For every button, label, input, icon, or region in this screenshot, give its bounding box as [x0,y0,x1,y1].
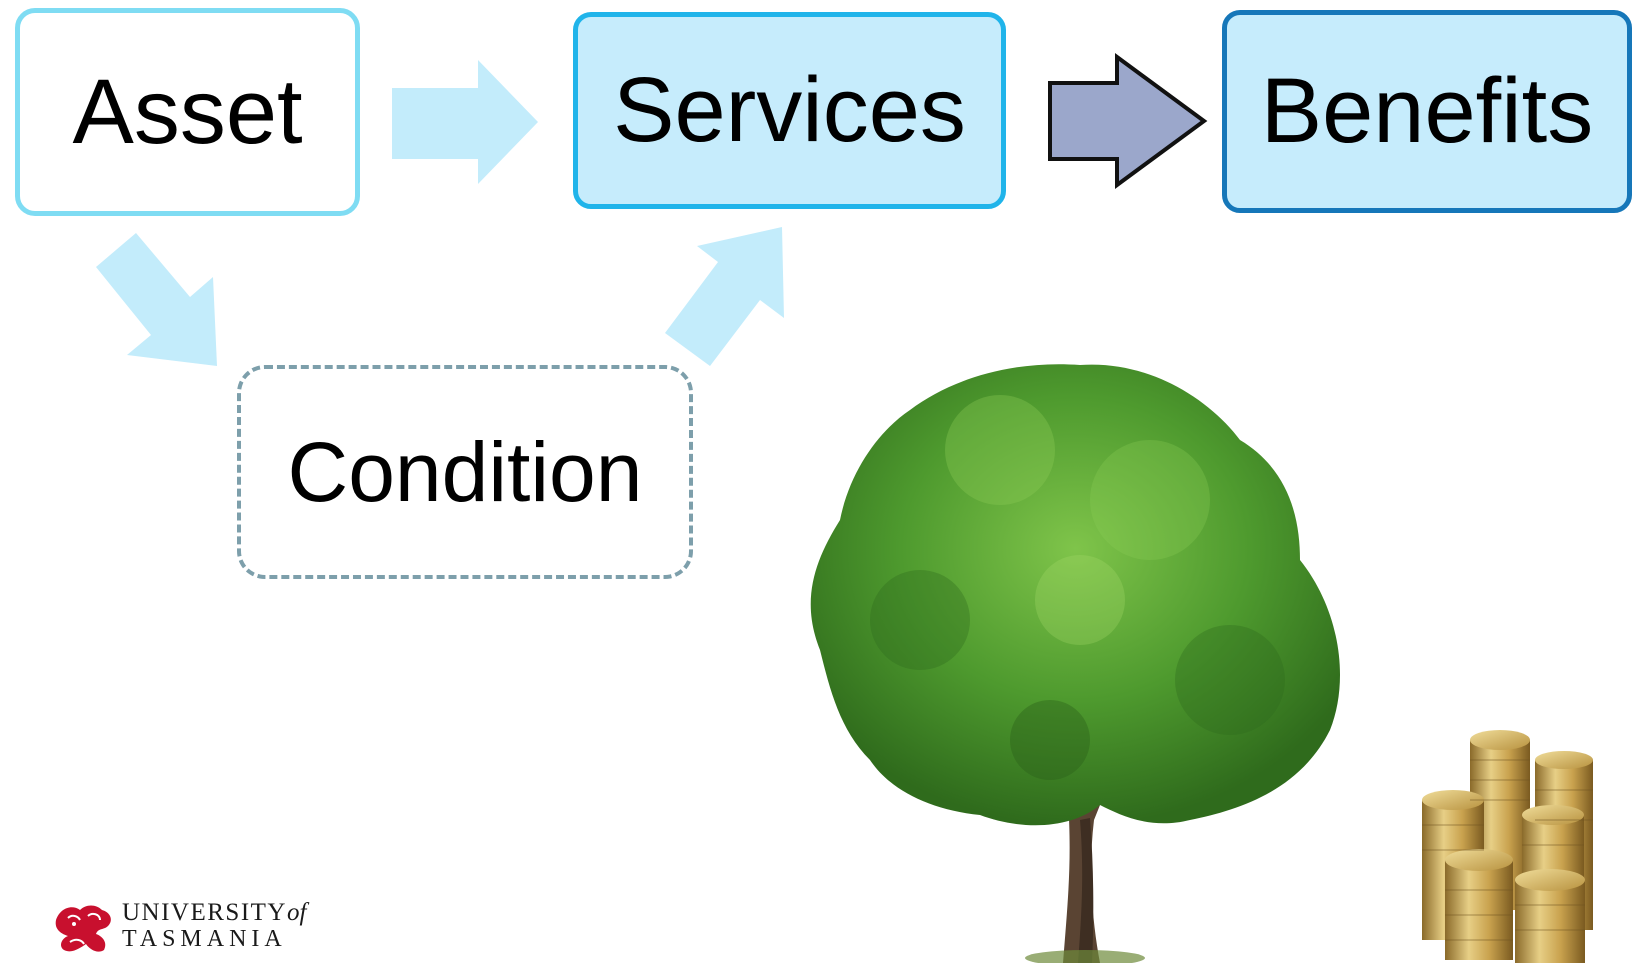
tree-image [810,364,1340,963]
coins-image [1422,730,1593,963]
arrow-condition-to-services [665,227,784,366]
services-box: Services [573,12,1006,209]
benefits-box: Benefits [1222,10,1632,213]
logo-line-2: TASMANIA [122,926,287,952]
asset-label: Asset [72,60,303,163]
condition-box: Condition [237,365,693,579]
lion-emblem-icon [55,905,111,952]
university-logo: UNIVERSITYof TASMANIA [50,898,320,958]
services-label: Services [613,59,966,161]
logo-wordmark: UNIVERSITYof TASMANIA [122,900,306,951]
arrow-asset-to-condition [96,233,217,366]
arrow-services-to-benefits [1048,53,1208,189]
arrow-asset-to-services [392,60,538,184]
benefits-label: Benefits [1260,60,1594,162]
condition-label: Condition [287,424,643,519]
logo-line-1: UNIVERSITYof [122,899,307,926]
asset-box: Asset [15,8,360,216]
